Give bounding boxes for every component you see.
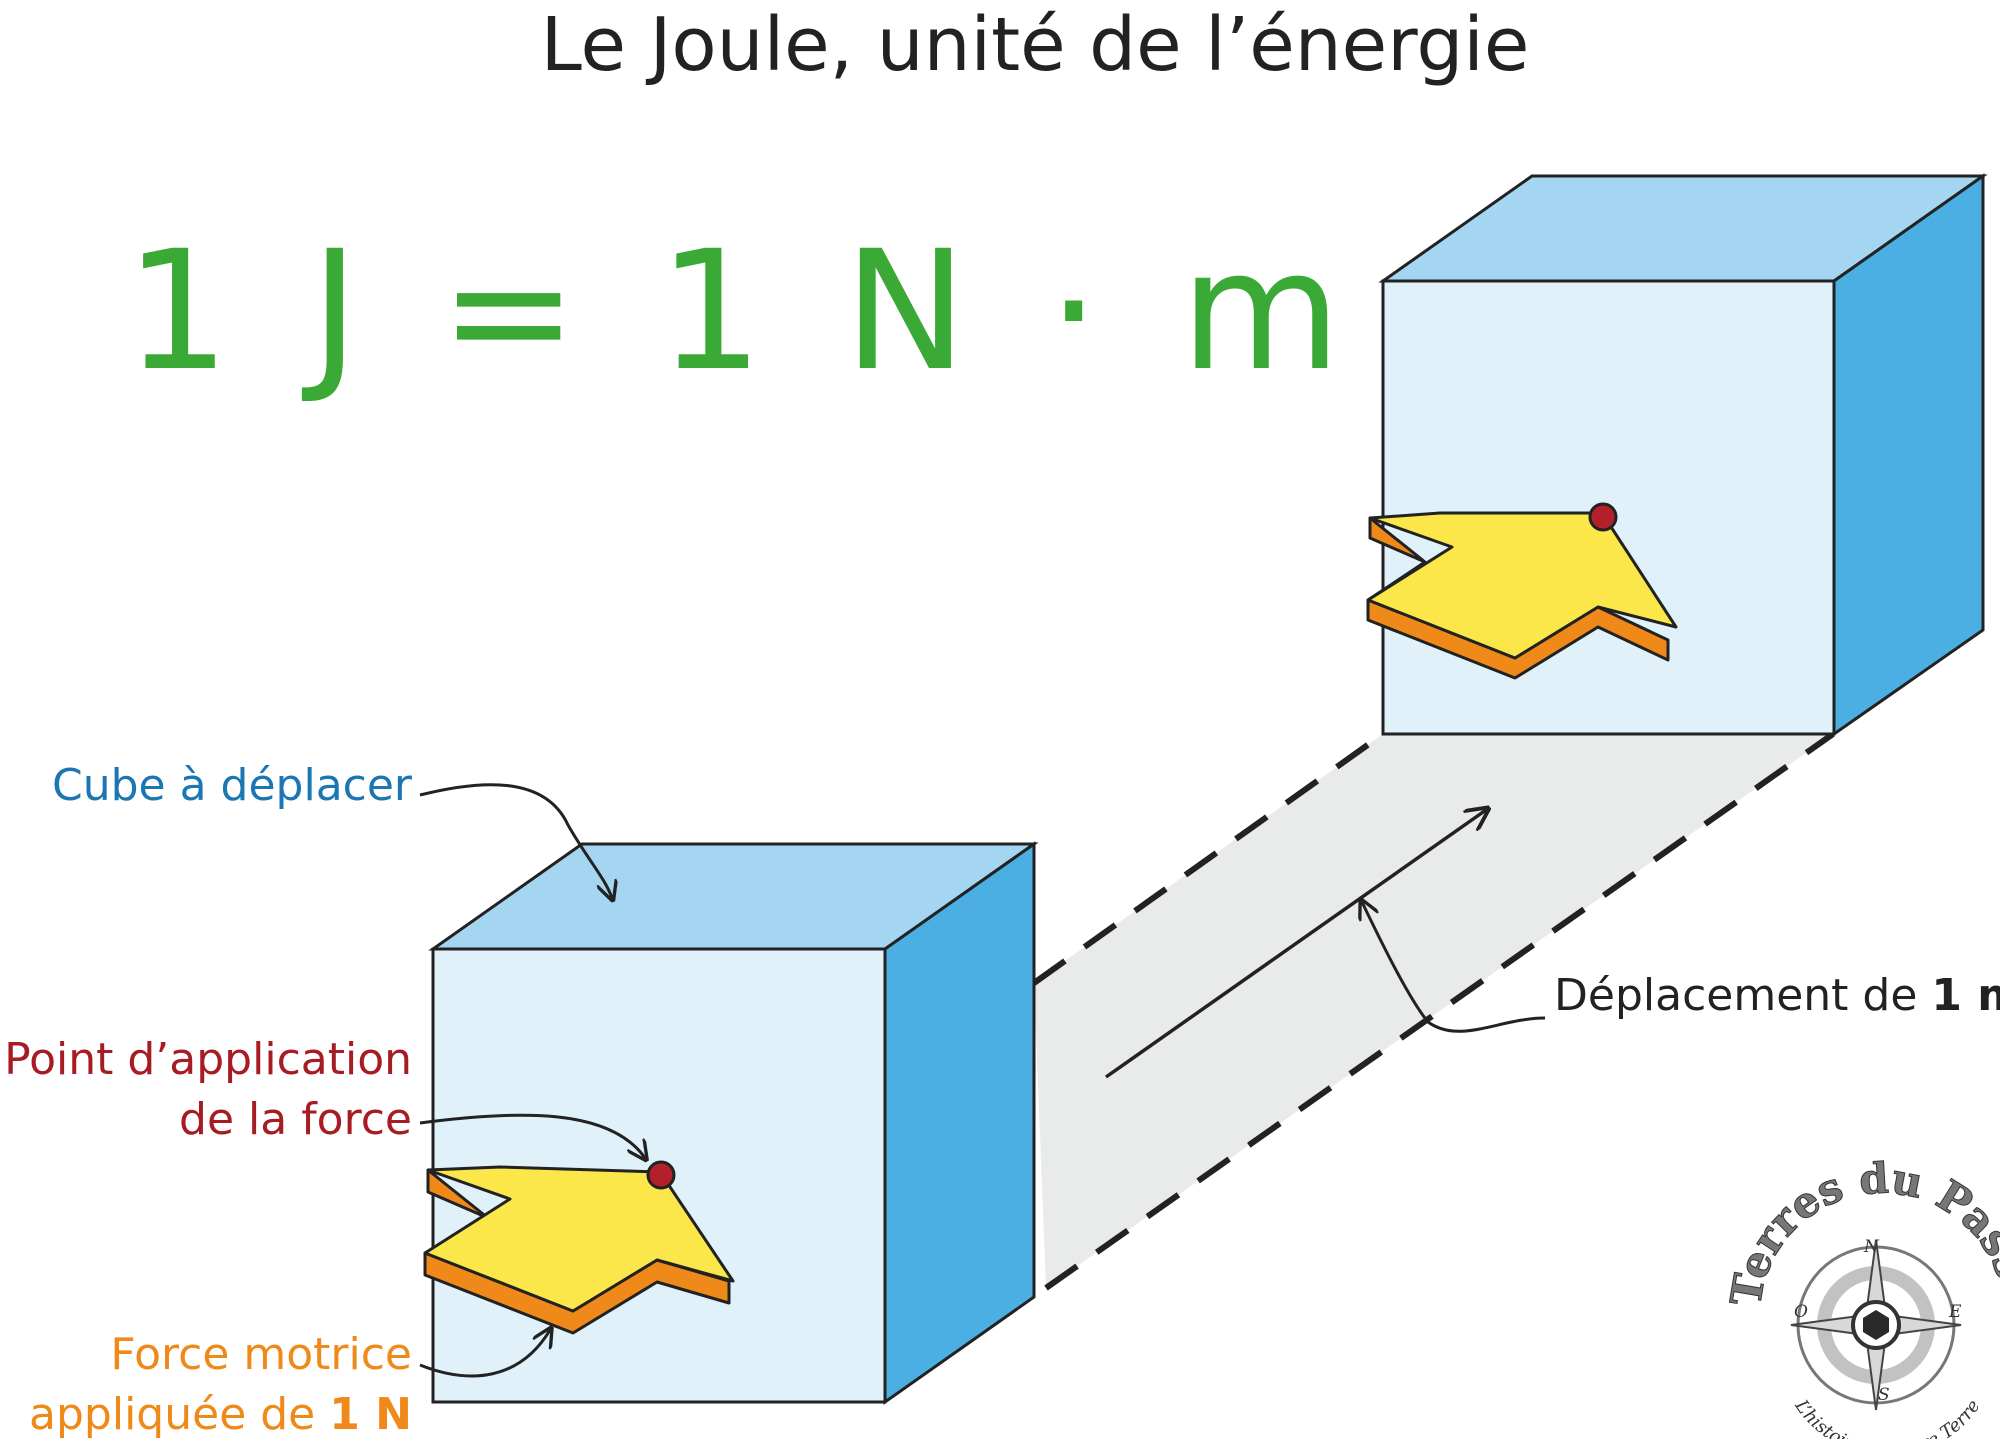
force-arrow-far-face xyxy=(1366,511,1678,660)
force-arrow-near-face xyxy=(423,1165,735,1313)
label-displacement-value: 1 m xyxy=(1931,970,2000,1021)
logo-seal: Terres du Passé L’histoire de notre Terr… xyxy=(1721,1153,2000,1439)
compass-north: N xyxy=(1863,1237,1880,1257)
label-force-line1: Force motrice xyxy=(110,1329,412,1380)
force-arrow-near xyxy=(423,1160,735,1335)
cube-far xyxy=(1378,173,1988,737)
callout-displacement xyxy=(1362,902,1546,1033)
callout-force xyxy=(419,1330,550,1378)
compass-west: O xyxy=(1794,1302,1808,1322)
joule-formula: 1 J = 1 N · m xyxy=(125,215,1356,407)
label-displacement: Déplacement de 1 m xyxy=(1554,970,2000,1021)
label-force-line2: appliquée de 1 N xyxy=(29,1385,412,1445)
displacement-arrow xyxy=(1104,810,1486,1079)
compass-south: S xyxy=(1878,1385,1890,1405)
label-application-point: Point d’application de la force xyxy=(4,1030,412,1150)
label-point-line1: Point d’application xyxy=(4,1034,412,1085)
application-point-far xyxy=(1588,502,1618,532)
label-force-value: 1 N xyxy=(329,1389,412,1440)
svg-text:Terres du Passé: Terres du Passé xyxy=(1721,1153,2000,1309)
label-cube: Cube à déplacer xyxy=(52,760,413,811)
label-force-prefix: appliquée de xyxy=(29,1389,330,1440)
callout-cube xyxy=(419,783,612,898)
label-point-line2: de la force xyxy=(179,1094,412,1145)
force-arrow-far xyxy=(1366,502,1678,680)
callout-point xyxy=(419,1113,645,1158)
application-point-near xyxy=(646,1160,676,1190)
cube-near xyxy=(428,841,1039,1405)
label-displacement-prefix: Déplacement de xyxy=(1554,970,1932,1021)
page-title: Le Joule, unité de l’énergie xyxy=(540,2,1530,88)
label-force: Force motrice appliquée de 1 N xyxy=(29,1325,412,1445)
logo-name: Terres du Passé xyxy=(1721,1153,2000,1310)
floor-edge-lower xyxy=(1044,731,1835,1291)
compass-hub-icon xyxy=(1863,1310,1889,1340)
compass-east: E xyxy=(1948,1302,1962,1322)
floor-edge-upper xyxy=(1032,731,1385,986)
